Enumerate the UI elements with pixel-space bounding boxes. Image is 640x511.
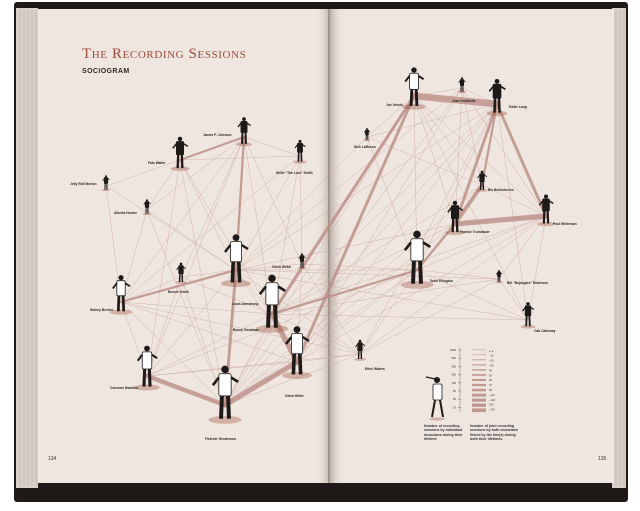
- page-number-right: 135: [598, 456, 606, 462]
- legend-weight-swatch: [472, 374, 486, 376]
- legend-weight-swatch: [472, 389, 486, 392]
- musician-label-jpj: James P. Johnson: [203, 133, 232, 137]
- musician-label-sidney: Sidney Bechet: [90, 308, 114, 312]
- musician-label-alberta: Alberta Hunter: [114, 211, 138, 215]
- musician-label-cab: Cab Calloway: [534, 329, 556, 333]
- page-edges-right: [612, 8, 626, 488]
- legend-weight-swatch: [472, 394, 486, 397]
- legend-left-tick: 50: [453, 389, 457, 393]
- musician-label-nick: Nick LaRocca: [354, 145, 376, 149]
- musician-label-fats: Fats Waller: [148, 161, 166, 165]
- legend-left-tick: 10: [453, 405, 457, 409]
- musician-label-coleman: Coleman Hawkins: [110, 386, 138, 390]
- legend-left-tick: 100: [451, 381, 456, 385]
- musician-label-frankie: Frankie Trumbauer: [460, 230, 490, 234]
- page-number-left: 134: [48, 456, 56, 462]
- musician-label-joe: Joe Venuti: [386, 103, 403, 107]
- musician-label-jelly: Jelly Roll Morton: [70, 182, 97, 186]
- legend-left-tick: 200: [451, 373, 456, 377]
- left-page: [38, 9, 328, 483]
- legend-left-tick: 500: [451, 356, 456, 360]
- legend-left-tick: 300: [451, 364, 456, 368]
- legend-weight-swatch: [472, 408, 486, 412]
- legend-right-tick: ~110: [489, 393, 495, 397]
- musician-label-chick: Chick Webb: [272, 265, 291, 269]
- musician-label-jean: Jean Goldkette: [452, 99, 476, 103]
- legend-weight-swatch: [472, 364, 486, 365]
- legend-right-tick: ~30: [489, 364, 494, 368]
- legend-caption-left: Number of recording sessions by individu…: [424, 424, 464, 441]
- musician-label-ethel: Ethel Waters: [365, 367, 385, 371]
- musician-label-louis: Louis Armstrong: [232, 302, 258, 306]
- musician-label-bill: Bill “Bojangles” Robinson: [507, 281, 548, 285]
- legend-left-tick: 25: [453, 397, 457, 401]
- legend-right-tick: 1–4: [489, 349, 494, 353]
- legend-right-tick: 150: [489, 403, 494, 407]
- page-title: The Recording Sessions: [82, 46, 246, 63]
- musician-label-eddie: Eddie Lang: [509, 105, 527, 109]
- legend-right-tick: ~130: [489, 398, 495, 402]
- legend-weight-swatch: [472, 379, 486, 381]
- musician-label-duke: Duke Ellington: [430, 279, 453, 283]
- gutter-shadow: [316, 9, 344, 483]
- legend-weight-swatch: [472, 350, 486, 351]
- page-subtitle: SOCIOGRAM: [82, 68, 130, 75]
- legend-weight-swatch: [472, 384, 486, 386]
- page-edges-left: [16, 8, 38, 488]
- musician-label-fletcher: Fletcher Henderson: [205, 437, 236, 441]
- legend-weight-swatch: [472, 369, 486, 370]
- legend-right-tick: ~10: [489, 354, 494, 358]
- legend-weight-swatch: [472, 355, 486, 356]
- legend-weight-swatch: [472, 359, 486, 360]
- musician-label-paul: Paul Whiteman: [553, 222, 577, 226]
- legend-weight-swatch: [472, 404, 486, 407]
- musician-label-benny: Benny Goodman: [233, 328, 259, 332]
- legend-right-tick: ~20: [489, 359, 494, 363]
- legend-caption-right: Number of joint recording sessions by bo…: [470, 424, 518, 441]
- legend-weight-swatch: [472, 399, 486, 402]
- musician-label-willie: Willie “The Lion” Smith: [276, 171, 313, 175]
- musician-label-bix: Bix Beiderbecke: [488, 188, 514, 192]
- musician-label-bessie: Bessie Smith: [168, 290, 189, 294]
- musician-label-glenn: Glenn Miller: [285, 394, 305, 398]
- legend-right-tick: ~170: [489, 408, 495, 412]
- legend-left-tick: 1000: [450, 348, 457, 352]
